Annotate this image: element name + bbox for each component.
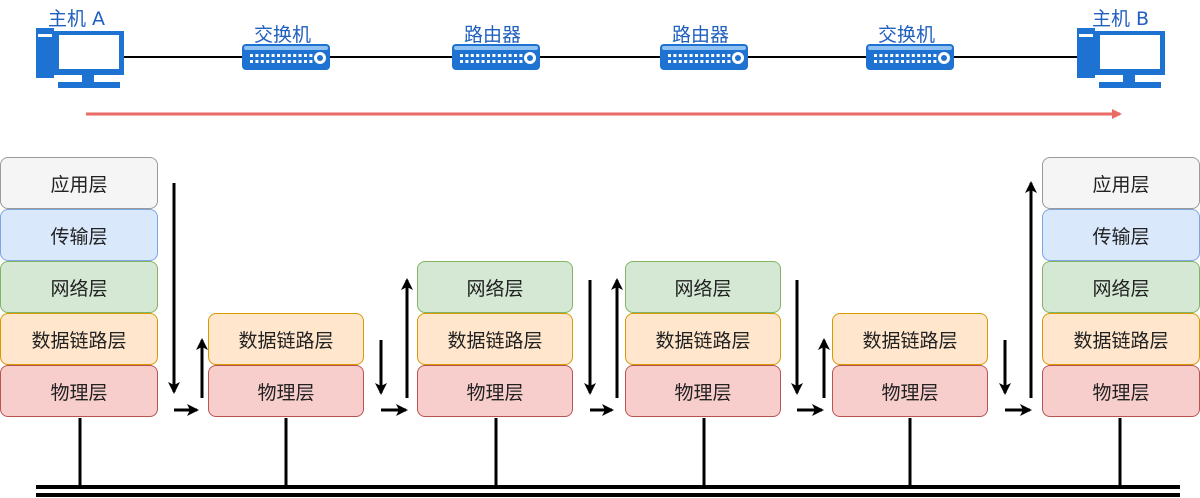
switch-icon [866,44,954,70]
switch-1-label: 交换机 [254,24,312,46]
host-b-physical-layer: 物理层 [1042,365,1200,417]
host-b-network-layer: 网络层 [1042,261,1200,313]
host-a-network-layer: 网络层 [0,261,158,313]
router-icon [660,44,748,70]
flow-arrows [168,181,1037,416]
switch-1-data-link-layer: 数据链路层 [208,313,364,365]
router-2-physical-layer: 物理层 [625,365,781,417]
router-1-physical-layer: 物理层 [417,365,573,417]
host-a-label: 主机 A [48,8,106,30]
switch-2-label: 交换机 [878,24,936,46]
computer-icon [36,28,124,88]
router-2-label: 路由器 [672,24,730,46]
switch-2-data-link-layer: 数据链路层 [832,313,988,365]
router-2-data-link-layer: 数据链路层 [625,313,781,365]
host-b-transport-layer: 传输层 [1042,209,1200,261]
host-a-transport-layer: 传输层 [0,209,158,261]
host-a-physical-layer: 物理层 [0,365,158,417]
host-b-data-link-layer: 数据链路层 [1042,313,1200,365]
router-2-network-layer: 网络层 [625,261,781,313]
host-a-data-link-layer: 数据链路层 [0,313,158,365]
host-a-application-layer: 应用层 [0,157,158,209]
router-1-network-layer: 网络层 [417,261,573,313]
switch-1-physical-layer: 物理层 [208,365,364,417]
switch-2-physical-layer: 物理层 [832,365,988,417]
router-1-data-link-layer: 数据链路层 [417,313,573,365]
switch-icon [242,44,330,70]
host-b-label: 主机 B [1092,8,1150,30]
computer-icon [1077,28,1165,88]
host-b-application-layer: 应用层 [1042,157,1200,209]
bus-drops [78,418,1122,488]
router-1-label: 路由器 [464,24,522,46]
router-icon [452,44,540,70]
